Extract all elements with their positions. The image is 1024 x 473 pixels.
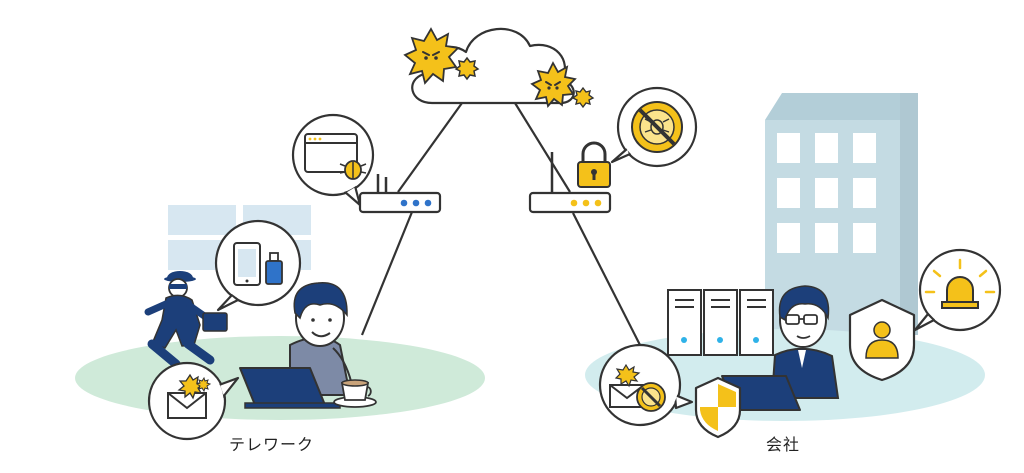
usb-icon — [265, 252, 283, 285]
line-cloud-right-router — [514, 102, 571, 193]
virus-icon — [530, 61, 577, 108]
line-cloud-left-router — [397, 102, 463, 193]
network-lines — [360, 102, 641, 346]
virus-mail-bubble — [147, 361, 240, 441]
alarm-bubble — [913, 248, 1002, 332]
router-icon — [528, 152, 612, 214]
burglar-icon — [144, 271, 228, 369]
building-side — [765, 93, 918, 120]
server-icon — [667, 289, 702, 356]
laptop-icon — [239, 367, 341, 409]
server-icon — [703, 289, 738, 356]
building-windows — [777, 133, 876, 253]
virus-icon — [571, 86, 595, 109]
no-virus-icon — [636, 382, 666, 412]
device-bubble — [214, 219, 302, 312]
alarm-light-icon — [924, 258, 996, 309]
window-pane — [168, 205, 236, 235]
office-label: 会社 — [766, 435, 801, 454]
security-shield-icon — [694, 376, 742, 439]
line-left-router-laptop — [360, 211, 414, 336]
virus-mail-icon — [167, 373, 212, 419]
coffee-cup-icon — [333, 379, 377, 408]
virus-icon — [403, 27, 460, 85]
line-right-router-office — [572, 212, 641, 346]
server-icons — [667, 289, 774, 356]
server-icon — [739, 289, 774, 356]
virus-icon — [454, 56, 480, 81]
no-virus-icon — [631, 101, 683, 153]
lock-icon — [577, 141, 611, 188]
browser-bug-bubble — [291, 113, 375, 207]
no-virus-bubble — [610, 86, 698, 168]
office-mail-bubble — [598, 343, 694, 427]
user-shield-icon — [848, 298, 916, 382]
browser-bug-icon — [304, 133, 367, 180]
building-right-face — [900, 93, 918, 335]
router-icon — [358, 174, 442, 214]
telework-label: テレワーク — [229, 435, 315, 454]
smartphone-icon — [233, 242, 261, 286]
